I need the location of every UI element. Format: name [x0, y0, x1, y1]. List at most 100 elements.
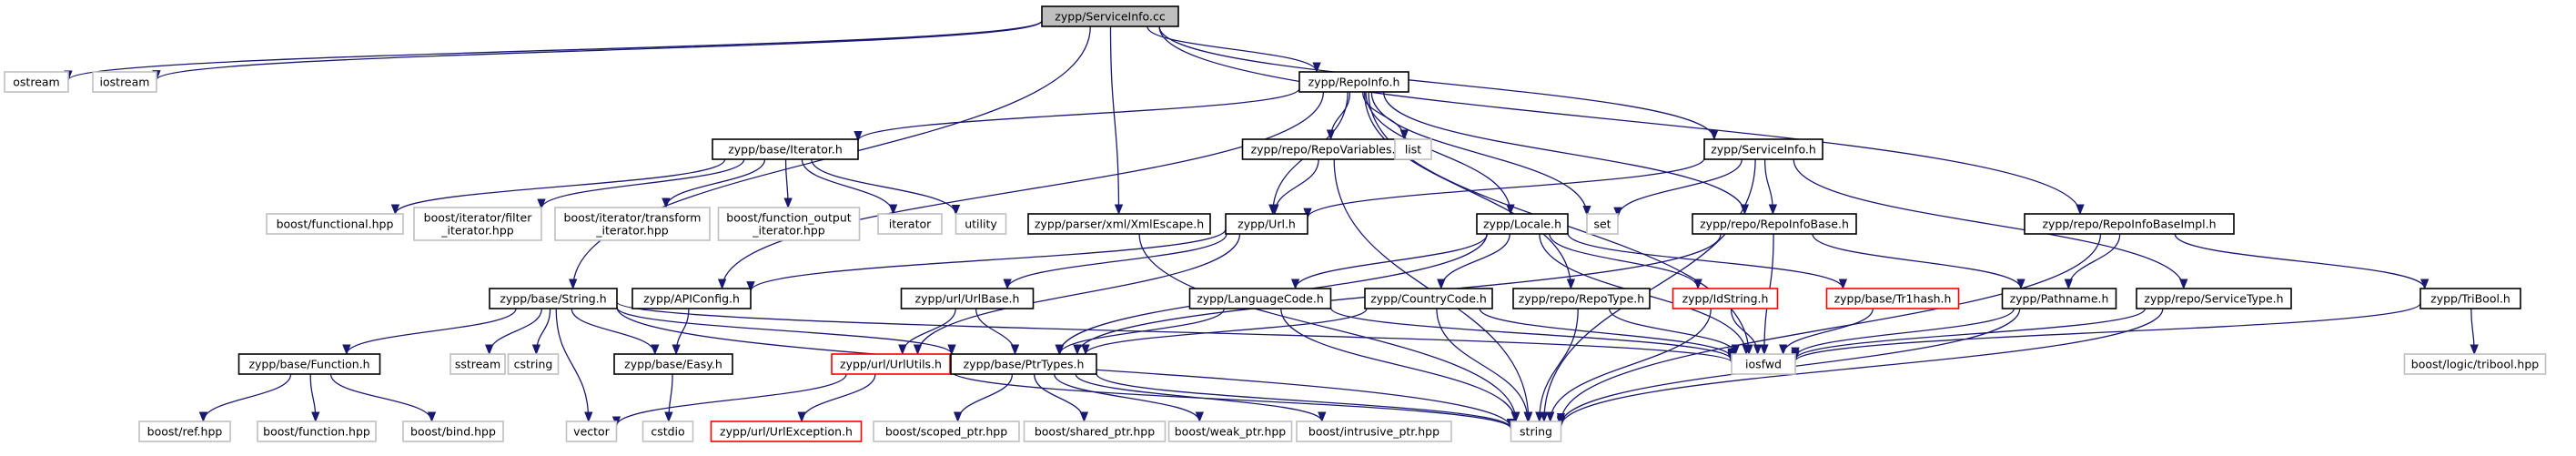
node-zypp-base-easy-h[interactable]: zypp/base/Easy.h — [613, 353, 733, 375]
node-box — [1298, 71, 1409, 93]
edge-root-to-repoinfobaseimpl-h — [1158, 25, 2085, 216]
node-zypp-locale-h[interactable]: zypp/Locale.h — [1476, 213, 1569, 235]
node-zypp-serviceinfo-h[interactable]: zypp/ServiceInfo.h — [1703, 138, 1823, 160]
node-iterator: iterator — [877, 213, 943, 235]
node-boost-bind-hpp: boost/bind.hpp — [402, 421, 504, 442]
node-label: zypp/ServiceInfo.cc — [1055, 10, 1166, 24]
node-box — [873, 421, 1020, 442]
node-box — [717, 207, 861, 241]
edge-repoinfobaseimpl-h-to-tribool-h — [2174, 233, 2430, 290]
node-box — [507, 353, 560, 375]
node-box — [641, 421, 694, 442]
edge-tribool-h-to-boost-logic-tribool — [2470, 308, 2479, 356]
node-label: zypp/parser/xml/XmlEscape.h — [1035, 218, 1204, 231]
node-label: boost/weak_ptr.hpp — [1175, 425, 1287, 439]
node-box — [1167, 421, 1293, 442]
edge-tribool-h-to-iosfwd — [1791, 302, 2421, 362]
node-zypp-repo-repovariables-h[interactable]: zypp/repo/RepoVariables.h — [1241, 138, 1412, 160]
node-boost-weak-ptr-hpp: boost/weak_ptr.hpp — [1167, 421, 1293, 442]
edge-repovariables-h-to-url-h — [1270, 158, 1319, 216]
edge-iterator-h-to-boost-iterator-transform — [662, 158, 766, 209]
edge-languagecode-h-to-iosfwd — [1329, 307, 1736, 361]
edge-countrycode-h-to-ptrtypes-h — [1081, 308, 1368, 356]
node-label: boost/bind.hpp — [410, 425, 496, 439]
node-boost-function-hpp: boost/function.hpp — [257, 421, 377, 442]
node-zypp-serviceinfo-cc[interactable]: zypp/ServiceInfo.cc — [1041, 5, 1179, 27]
node-label: boost/function_output — [726, 211, 851, 225]
node-zypp-url-h[interactable]: zypp/Url.h — [1225, 213, 1308, 235]
edge-ptrtypes-h-to-boost-shared-ptr — [1033, 373, 1089, 423]
node-box — [554, 207, 711, 241]
edge-repoinfobase-h-to-pathname-h — [1812, 233, 2025, 290]
node-zypp-url-urlbase-h[interactable]: zypp/url/UrlBase.h — [900, 288, 1035, 309]
node-zypp-repo-servicetype-h[interactable]: zypp/repo/ServiceType.h — [2136, 288, 2292, 309]
edge-repoinfobaseimpl-h-to-pathname-h — [2064, 233, 2121, 290]
node-label: ostream — [13, 76, 59, 89]
dependency-edges — [64, 20, 2479, 431]
node-zypp-base-function-h[interactable]: zypp/base/Function.h — [237, 353, 381, 375]
node-zypp-repo-repoinfobaseimpl-h[interactable]: zypp/repo/RepoInfoBaseImpl.h — [2024, 213, 2235, 235]
node-label: zypp/APIConfig.h — [643, 292, 740, 306]
edge-function-h-to-boost-ref — [198, 373, 292, 423]
node-zypp-url-urlutils-h[interactable]: zypp/url/UrlUtils.h — [831, 353, 951, 375]
node-box — [1703, 138, 1823, 160]
node-zypp-countrycode-h[interactable]: zypp/CountryCode.h — [1364, 288, 1493, 309]
node-box — [1041, 5, 1179, 27]
edge-urlutils-h-to-urlexception-h — [797, 373, 876, 423]
node-zypp-base-string-h[interactable]: zypp/base/String.h — [489, 288, 618, 309]
node-box — [2136, 288, 2292, 309]
edge-url-h-to-urlbase-h — [1003, 233, 1227, 290]
node-boost-function-output-iterator-hpp: boost/function_output_iterator.hpp — [717, 207, 861, 241]
node-box — [950, 353, 1097, 375]
node-label: iterator — [889, 218, 932, 231]
node-boost-ref-hpp: boost/ref.hpp — [138, 421, 231, 442]
node-box — [613, 353, 733, 375]
node-zypp-apiconfig-h[interactable]: zypp/APIConfig.h — [631, 288, 752, 309]
node-zypp-pathname-h[interactable]: zypp/Pathname.h — [2001, 288, 2117, 309]
node-zypp-url-urlexception-h[interactable]: zypp/url/UrlException.h — [710, 421, 863, 442]
edge-serviceinfo-h-to-repoinfobase-h — [1763, 158, 1778, 216]
node-zypp-base-iterator-h[interactable]: zypp/base/Iterator.h — [712, 138, 859, 160]
node-zypp-idstring-h[interactable]: zypp/IdString.h — [1672, 288, 1779, 309]
edge-serviceinfo-h-to-set — [1613, 158, 1743, 218]
node-box — [831, 353, 951, 375]
node-box — [413, 207, 542, 241]
node-label: zypp/base/PtrTypes.h — [964, 358, 1085, 371]
edge-repoinfo-h-to-apiconfig-h — [717, 91, 1325, 290]
node-label: zypp/url/UrlUtils.h — [840, 358, 942, 371]
node-box — [138, 421, 231, 442]
edge-function-h-to-boost-bind — [329, 373, 437, 423]
edge-ptrtypes-h-to-string — [1096, 373, 1516, 430]
node-label: _iterator.hpp — [595, 224, 668, 238]
edge-iterator-h-to-boost-function-output — [783, 158, 793, 209]
node-zypp-base-ptrtypes-h[interactable]: zypp/base/PtrTypes.h — [950, 353, 1097, 375]
node-box — [266, 213, 404, 235]
node-zypp-repo-repotype-h[interactable]: zypp/repo/RepoType.h — [1512, 288, 1651, 309]
node-box — [1825, 288, 1960, 309]
node-zypp-languagecode-h[interactable]: zypp/LanguageCode.h — [1188, 288, 1332, 309]
edge-string-h-to-cstring — [531, 308, 551, 356]
node-label: boost/functional.hpp — [277, 218, 394, 231]
edge-serviceinfo-h-to-servicetype-h — [1793, 158, 2188, 290]
node-zypp-tribool-h[interactable]: zypp/TriBool.h — [2419, 288, 2521, 309]
node-zypp-repoinfo-h[interactable]: zypp/RepoInfo.h — [1298, 71, 1409, 93]
edge-url-h-to-apiconfig-h — [746, 228, 1227, 292]
node-label: zypp/ServiceInfo.h — [1711, 143, 1816, 157]
node-zypp-repo-repoinfobase-h[interactable]: zypp/repo/RepoInfoBase.h — [1692, 213, 1857, 235]
edge-urlbase-h-to-urlutils-h — [898, 308, 956, 356]
node-box — [1188, 288, 1332, 309]
node-box — [877, 213, 943, 235]
edge-ptrtypes-h-to-boost-intrusive-ptr — [1075, 373, 1327, 423]
node-label: zypp/repo/ServiceType.h — [2144, 292, 2283, 306]
node-string: string — [1510, 421, 1562, 442]
node-iosfwd: iosfwd — [1731, 353, 1796, 375]
node-label: zypp/base/Iterator.h — [728, 143, 843, 157]
node-zypp-base-tr1hash-h[interactable]: zypp/base/Tr1hash.h — [1825, 288, 1960, 309]
edge-locale-h-to-tr1hash-h — [1567, 232, 1847, 290]
node-zypp-parser-xml-xmlescape-h[interactable]: zypp/parser/xml/XmlEscape.h — [1027, 213, 1211, 235]
edge-locale-h-to-countrycode-h — [1437, 233, 1510, 290]
node-label: zypp/LanguageCode.h — [1197, 292, 1324, 306]
edge-ptrtypes-h-to-boost-weak-ptr — [1054, 373, 1204, 423]
node-box — [900, 288, 1035, 309]
